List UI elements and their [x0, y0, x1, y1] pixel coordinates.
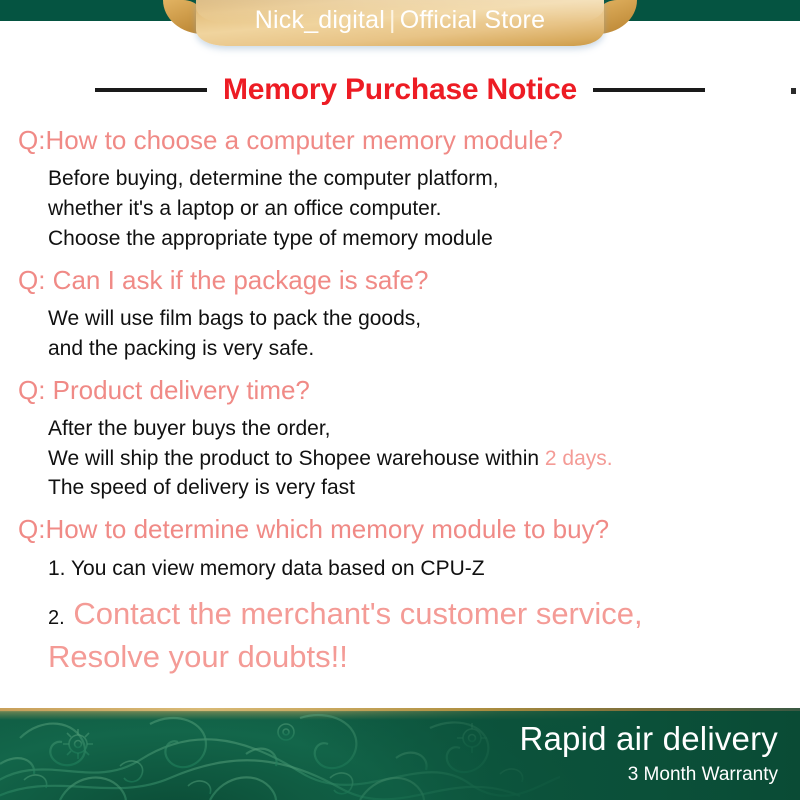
- qa-block-2: Q: Can I ask if the package is safe? We …: [0, 264, 800, 364]
- cta-line-1: Contact the merchant's customer service,: [73, 596, 643, 632]
- question-4: Q:How to determine which memory module t…: [18, 514, 610, 545]
- question-2: Q: Can I ask if the package is safe?: [18, 264, 429, 295]
- answer-3-line-1: After the buyer buys the order,: [48, 416, 331, 440]
- answer-3: After the buyer buys the order, We will …: [0, 414, 800, 503]
- page-title-row: Memory Purchase Notice: [0, 68, 800, 112]
- answer-1-line-2: whether it's a laptop or an office compu…: [48, 197, 442, 221]
- page-title: Memory Purchase Notice: [222, 73, 578, 106]
- answer-4: 1. You can view memory data based on CPU…: [0, 554, 800, 584]
- answer-1: Before buying, determine the computer pl…: [0, 164, 800, 253]
- title-rule-left: [94, 88, 207, 92]
- top-banner: Nick_digital|Official Store: [0, 0, 800, 56]
- artifact-dot: [791, 88, 796, 94]
- qa-block-1: Q:How to choose a computer memory module…: [0, 124, 800, 254]
- footer-gold-edge: [0, 708, 800, 711]
- answer-3-line-2-text: We will ship the product to Shopee wareh…: [48, 446, 545, 470]
- footer-text-group: Rapid air delivery 3 Month Warranty: [519, 720, 778, 788]
- footer-banner: Rapid air delivery 3 Month Warranty: [0, 708, 800, 800]
- footer-gradient-overlay: [300, 708, 800, 800]
- store-name: Nick_digital: [254, 6, 386, 34]
- footer-subline: 3 Month Warranty: [627, 763, 778, 785]
- delivery-days-highlight: 2 days.: [544, 446, 613, 470]
- question-3: Q: Product delivery time?: [18, 374, 310, 405]
- cta-number: 2.: [48, 607, 65, 630]
- store-type: Official Store: [399, 6, 546, 34]
- answer-2-line-1: We will use film bags to pack the goods,: [48, 306, 422, 330]
- answer-2: We will use film bags to pack the goods,…: [0, 304, 800, 364]
- answer-3-line-2: We will ship the product to Shopee wareh…: [48, 444, 800, 474]
- answer-1-line-3: Choose the appropriate type of memory mo…: [48, 226, 493, 250]
- question-1: Q:How to choose a computer memory module…: [18, 125, 563, 155]
- answer-1-line-1: Before buying, determine the computer pl…: [48, 167, 499, 191]
- store-separator: |: [389, 6, 396, 34]
- qa-block-4: Q:How to determine which memory module t…: [0, 513, 800, 679]
- footer-headline: Rapid air delivery: [519, 720, 778, 757]
- cta-text: 2. Contact the merchant's customer servi…: [0, 593, 800, 679]
- cta-line-2: Resolve your doubts!!: [48, 639, 348, 675]
- answer-3-line-3: The speed of delivery is very fast: [48, 476, 355, 500]
- answer-4-line-1: 1. You can view memory data based on CPU…: [48, 556, 485, 580]
- answer-2-line-2: and the packing is very safe.: [48, 336, 315, 360]
- notice-content: Q:How to choose a computer memory module…: [0, 124, 800, 681]
- title-rule-right: [593, 88, 706, 92]
- store-banner-text: Nick_digital|Official Store: [196, 0, 604, 40]
- qa-block-3: Q: Product delivery time? After the buye…: [0, 374, 800, 504]
